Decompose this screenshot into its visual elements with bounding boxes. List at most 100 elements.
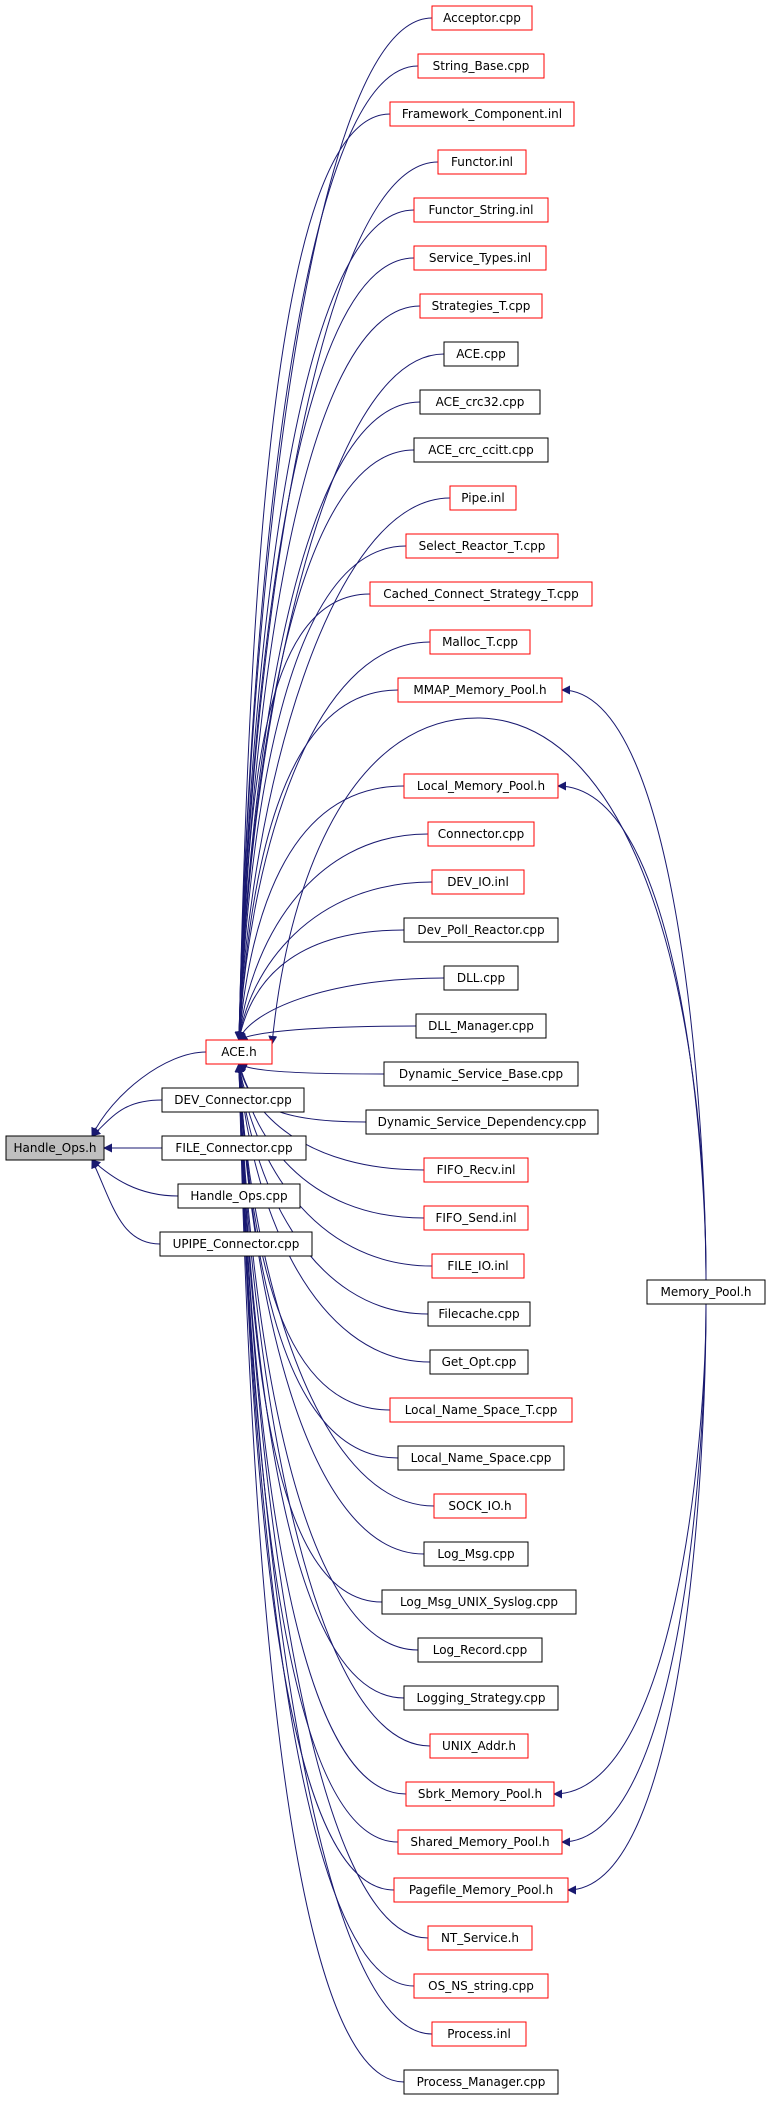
node-ace-h[interactable]: ACE.h: [205, 1039, 273, 1065]
node-strategies-t-cpp[interactable]: Strategies_T.cpp: [419, 293, 543, 319]
node-label: Dynamic_Service_Dependency.cpp: [378, 1115, 587, 1129]
node-process-inl[interactable]: Process.inl: [431, 2021, 527, 2047]
edge-dll-cpp-to-ace-h: [237, 977, 445, 1041]
node-label: Handle_Ops.h: [13, 1141, 96, 1155]
node-label: Malloc_T.cpp: [442, 635, 518, 649]
node-process-manager-cpp[interactable]: Process_Manager.cpp: [403, 2069, 559, 2095]
node-dll-manager-cpp[interactable]: DLL_Manager.cpp: [415, 1013, 547, 1039]
node-framework-component-inl[interactable]: Framework_Component.inl: [389, 101, 575, 127]
node-string-base-cpp[interactable]: String_Base.cpp: [417, 53, 545, 79]
node-label: ACE_crc_ccitt.cpp: [428, 443, 533, 457]
node-box: [429, 1349, 529, 1375]
node-cached-connect-strategy-t-cpp[interactable]: Cached_Connect_Strategy_T.cpp: [369, 581, 593, 607]
node-functor-string-inl[interactable]: Functor_String.inl: [413, 197, 549, 223]
node-box: [403, 1685, 559, 1711]
node-handle-ops-cpp[interactable]: Handle_Ops.cpp: [177, 1183, 301, 1209]
node-box: [646, 1279, 766, 1305]
node-label: DEV_Connector.cpp: [174, 1093, 291, 1107]
node-local-name-space-t-cpp[interactable]: Local_Name_Space_T.cpp: [389, 1397, 573, 1423]
node-label: ACE.cpp: [456, 347, 506, 361]
node-logging-strategy-cpp[interactable]: Logging_Strategy.cpp: [403, 1685, 559, 1711]
edge-log-record-cpp-to-ace-h: [234, 1063, 419, 1651]
node-box: [427, 821, 535, 847]
edge-dev-io-inl-to-ace-h: [235, 881, 433, 1041]
node-dynamic-service-dependency-cpp[interactable]: Dynamic_Service_Dependency.cpp: [365, 1109, 599, 1135]
node-label: Strategies_T.cpp: [432, 299, 531, 313]
node-local-name-space-cpp[interactable]: Local_Name_Space.cpp: [397, 1445, 565, 1471]
edge-process-inl-to-ace-h: [234, 1063, 433, 2035]
node-box: [205, 1039, 273, 1065]
edge-memory-pool-h-to-mmap-memory-pool-h: [561, 685, 707, 1281]
node-label: Get_Opt.cpp: [442, 1355, 517, 1369]
node-malloc-t-cpp[interactable]: Malloc_T.cpp: [429, 629, 531, 655]
node-file-connector-cpp[interactable]: FILE_Connector.cpp: [161, 1135, 307, 1161]
node-layer: Handle_Ops.h ACE.hDEV_Connector.cppFILE_C…: [5, 5, 766, 2095]
edge-memory-pool-h-to-local-memory-pool-h: [557, 781, 707, 1281]
node-dev-poll-reactor-cpp[interactable]: Dev_Poll_Reactor.cpp: [403, 917, 559, 943]
edge-memory-pool-h-to-ace-h: [268, 717, 707, 1281]
node-sock-io-h[interactable]: SOCK_IO.h: [433, 1493, 527, 1519]
node-label: Dynamic_Service_Base.cpp: [399, 1067, 563, 1081]
edge-string-base-cpp-to-ace-h: [234, 65, 419, 1041]
edge-dynamic-service-base-cpp-to-ace-h: [238, 1063, 385, 1075]
node-dev-io-inl[interactable]: DEV_IO.inl: [431, 869, 525, 895]
node-filecache-cpp[interactable]: Filecache.cpp: [427, 1301, 531, 1327]
node-ace-crc-ccitt-cpp[interactable]: ACE_crc_ccitt.cpp: [413, 437, 549, 463]
node-box: [403, 773, 559, 799]
node-os-ns-string-cpp[interactable]: OS_NS_string.cpp: [413, 1973, 549, 1999]
edge-pipe-inl-to-ace-h: [234, 497, 451, 1041]
node-box: [397, 677, 563, 703]
node-label: OS_NS_string.cpp: [428, 1979, 534, 1993]
node-box: [431, 869, 525, 895]
node-acceptor-cpp[interactable]: Acceptor.cpp: [431, 5, 533, 31]
node-file-io-inl[interactable]: FILE_IO.inl: [431, 1253, 525, 1279]
node-label: UPIPE_Connector.cpp: [173, 1237, 300, 1251]
node-box: [417, 1637, 543, 1663]
node-box: [403, 917, 559, 943]
node-get-opt-cpp[interactable]: Get_Opt.cpp: [429, 1349, 529, 1375]
node-label: Dev_Poll_Reactor.cpp: [417, 923, 544, 937]
node-label: Functor.inl: [451, 155, 513, 169]
node-label: Process.inl: [447, 2027, 511, 2041]
node-label: UNIX_Addr.h: [442, 1739, 516, 1753]
node-memory-pool-h[interactable]: Memory_Pool.h: [646, 1279, 766, 1305]
node-dev-connector-cpp[interactable]: DEV_Connector.cpp: [161, 1087, 305, 1113]
node-log-msg-unix-syslog-cpp[interactable]: Log_Msg_UNIX_Syslog.cpp: [381, 1589, 577, 1615]
node-sbrk-memory-pool-h[interactable]: Sbrk_Memory_Pool.h: [405, 1781, 555, 1807]
node-label: Log_Msg.cpp: [437, 1547, 514, 1561]
node-log-msg-cpp[interactable]: Log_Msg.cpp: [423, 1541, 529, 1567]
node-dll-cpp[interactable]: DLL.cpp: [443, 965, 519, 991]
node-box: [413, 437, 549, 463]
node-label: MMAP_Memory_Pool.h: [413, 683, 546, 697]
node-box: [389, 1397, 573, 1423]
node-nt-service-h[interactable]: NT_Service.h: [427, 1925, 533, 1951]
node-fifo-send-inl[interactable]: FIFO_Send.inl: [423, 1205, 529, 1231]
node-box: [417, 53, 545, 79]
node-ace-crc32-cpp[interactable]: ACE_crc32.cpp: [419, 389, 541, 415]
node-unix-addr-h[interactable]: UNIX_Addr.h: [429, 1733, 529, 1759]
node-local-memory-pool-h[interactable]: Local_Memory_Pool.h: [403, 773, 559, 799]
node-upipe-connector-cpp[interactable]: UPIPE_Connector.cpp: [159, 1231, 313, 1257]
node-label: NT_Service.h: [441, 1931, 519, 1945]
node-ace-cpp[interactable]: ACE.cpp: [443, 341, 519, 367]
node-fifo-recv-inl[interactable]: FIFO_Recv.inl: [423, 1157, 529, 1183]
node-select-reactor-t-cpp[interactable]: Select_Reactor_T.cpp: [405, 533, 559, 559]
node-box: [437, 149, 527, 175]
node-functor-inl[interactable]: Functor.inl: [437, 149, 527, 175]
node-pipe-inl[interactable]: Pipe.inl: [449, 485, 517, 511]
node-pagefile-memory-pool-h[interactable]: Pagefile_Memory_Pool.h: [393, 1877, 569, 1903]
edge-shared-memory-pool-h-to-ace-h: [234, 1063, 399, 1843]
node-mmap-memory-pool-h[interactable]: MMAP_Memory_Pool.h: [397, 677, 563, 703]
node-log-record-cpp[interactable]: Log_Record.cpp: [417, 1637, 543, 1663]
node-shared-memory-pool-h[interactable]: Shared_Memory_Pool.h: [397, 1829, 563, 1855]
node-box: [405, 1781, 555, 1807]
node-label: Service_Types.inl: [429, 251, 531, 265]
node-dynamic-service-base-cpp[interactable]: Dynamic_Service_Base.cpp: [383, 1061, 579, 1087]
edge-malloc-t-cpp-to-ace-h: [234, 641, 431, 1041]
node-label: Sbrk_Memory_Pool.h: [418, 1787, 542, 1801]
node-box: [403, 2069, 559, 2095]
node-connector-cpp[interactable]: Connector.cpp: [427, 821, 535, 847]
edge-select-reactor-t-cpp-to-ace-h: [234, 545, 407, 1041]
node-service-types-inl[interactable]: Service_Types.inl: [413, 245, 547, 271]
node-box: [443, 341, 519, 367]
